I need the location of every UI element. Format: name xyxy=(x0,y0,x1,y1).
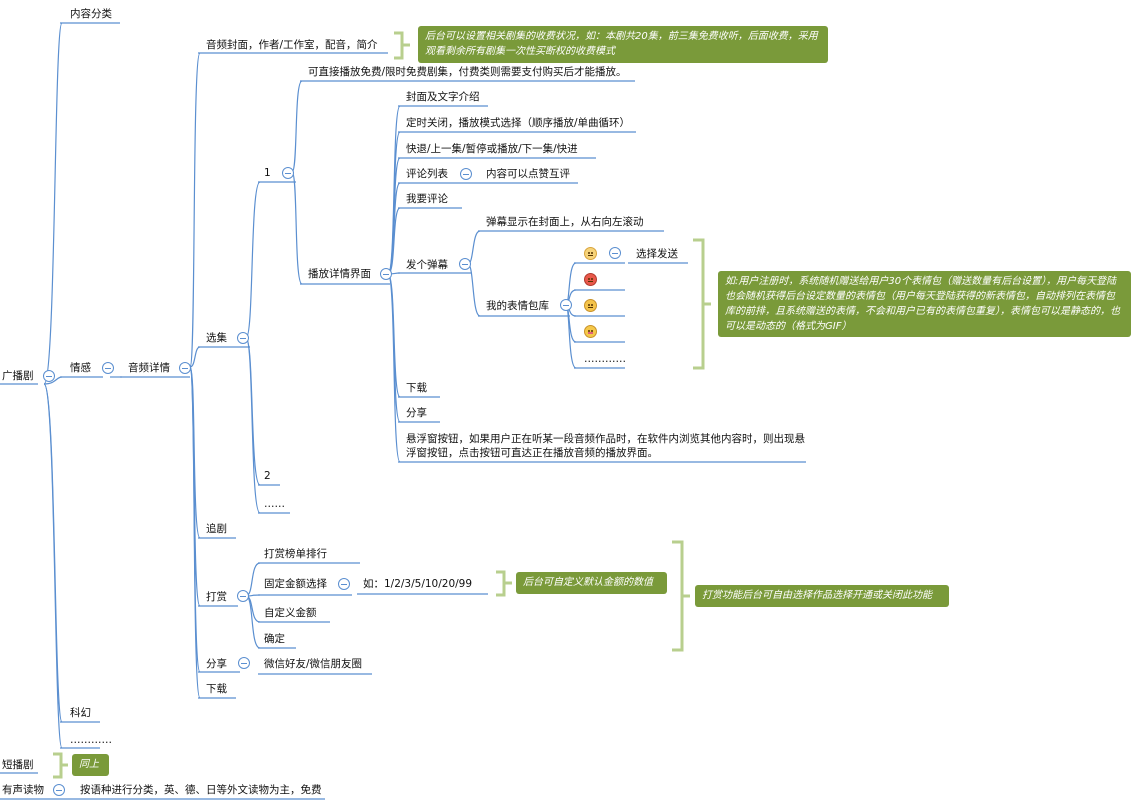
collapse-icon[interactable] xyxy=(459,258,471,270)
collapse-icon[interactable] xyxy=(460,168,472,180)
node-short-drama[interactable]: 短播剧 xyxy=(2,759,34,771)
collapse-icon[interactable] xyxy=(238,657,250,669)
note-charging: 后台可以设置相关剧集的收费状况，如：本剧共20集，前三集免费收听，后面收费，采用… xyxy=(418,26,828,63)
node-episode-2[interactable]: 2 xyxy=(264,470,271,482)
node-emotion[interactable]: 情感 xyxy=(70,362,91,374)
collapse-icon[interactable] xyxy=(338,578,350,590)
node-custom-amount[interactable]: 自定义金额 xyxy=(264,607,317,619)
node-cover-meta[interactable]: 音频封面，作者/工作室，配音，简介 xyxy=(206,39,378,51)
node-write-comment[interactable]: 我要评论 xyxy=(406,193,448,205)
node-audio-detail[interactable]: 音频详情 xyxy=(128,362,170,374)
node-audiobook[interactable]: 有声读物 xyxy=(2,784,44,796)
node-reward-rank[interactable]: 打赏榜单排行 xyxy=(264,548,327,560)
note-default-amount: 后台可自定义默认金额的数值 xyxy=(516,572,667,594)
note-emoji: 如:用户注册时，系统随机赠送给用户30个表情包（赠送数量有后台设置），用户每天登… xyxy=(718,271,1131,337)
collapse-icon[interactable] xyxy=(53,784,65,796)
node-share-inner[interactable]: 分享 xyxy=(406,407,427,419)
node-select-episode[interactable]: 选集 xyxy=(206,332,227,344)
node-episode-more[interactable]: …… xyxy=(264,498,285,510)
node-share[interactable]: 分享 xyxy=(206,658,227,670)
node-my-emoji-lib[interactable]: 我的表情包库 xyxy=(486,300,549,312)
collapse-icon[interactable] xyxy=(609,247,621,259)
note-reward: 打赏功能后台可自由选择作品选择开通或关闭此功能 xyxy=(695,585,949,607)
node-comment-like[interactable]: 内容可以点赞互评 xyxy=(486,168,570,180)
node-danmaku-scroll[interactable]: 弹幕显示在封面上，从右向左滚动 xyxy=(486,216,644,228)
node-comment-list[interactable]: 评论列表 xyxy=(406,168,448,180)
angry-face-icon[interactable] xyxy=(584,273,597,286)
node-reward[interactable]: 打赏 xyxy=(206,591,227,603)
node-content-category[interactable]: 内容分类 xyxy=(70,8,112,20)
collapse-icon[interactable] xyxy=(237,332,249,344)
node-timer-mode[interactable]: 定时关闭，播放模式选择（顺序播放/单曲循环） xyxy=(406,117,631,129)
node-scifi[interactable]: 科幻 xyxy=(70,707,91,719)
collapse-icon[interactable] xyxy=(43,370,55,382)
node-follow[interactable]: 追剧 xyxy=(206,523,227,535)
node-fixed-amount[interactable]: 固定金额选择 xyxy=(264,578,327,590)
crying-face-icon[interactable] xyxy=(584,299,597,312)
collapse-icon[interactable] xyxy=(380,268,392,280)
node-wechat[interactable]: 微信好友/微信朋友圈 xyxy=(264,658,363,670)
node-cover-text[interactable]: 封面及文字介绍 xyxy=(406,91,480,103)
node-choose-send[interactable]: 选择发送 xyxy=(636,248,678,260)
node-episode-1[interactable]: 1 xyxy=(264,167,271,179)
node-play-detail-page[interactable]: 播放详情界面 xyxy=(308,268,371,280)
node-audiobook-desc[interactable]: 按语种进行分类，英、德、日等外文读物为主，免费 xyxy=(80,784,322,796)
node-send-danmaku[interactable]: 发个弹幕 xyxy=(406,259,448,271)
neutral-face-icon[interactable] xyxy=(584,247,597,260)
node-download-inner[interactable]: 下载 xyxy=(406,382,427,394)
node-dots[interactable]: ………… xyxy=(70,734,112,746)
collapse-icon[interactable] xyxy=(179,362,191,374)
collapse-icon[interactable] xyxy=(560,299,572,311)
tongue-face-icon[interactable] xyxy=(584,325,597,338)
collapse-icon[interactable] xyxy=(102,362,114,374)
note-same: 同上 xyxy=(72,754,109,776)
node-playable-free[interactable]: 可直接播放免费/限时免费剧集，付费类则需要支付购买后才能播放。 xyxy=(308,66,627,78)
node-emoji-more[interactable]: ………… xyxy=(584,353,626,365)
node-playback-controls[interactable]: 快退/上一集/暂停或播放/下一集/快进 xyxy=(406,143,578,155)
node-amount-example[interactable]: 如：1/2/3/5/10/20/99 xyxy=(363,578,473,590)
collapse-icon[interactable] xyxy=(282,167,294,179)
node-confirm[interactable]: 确定 xyxy=(264,633,285,645)
node-download[interactable]: 下载 xyxy=(206,683,227,695)
collapse-icon[interactable] xyxy=(237,590,249,602)
node-floating-btn[interactable]: 悬浮窗按钮，如果用户正在听某一段音频作品时，在软件内浏览其他内容时，则出现悬浮窗… xyxy=(406,433,805,459)
root-node-radio-drama[interactable]: 广播剧 xyxy=(2,370,34,382)
